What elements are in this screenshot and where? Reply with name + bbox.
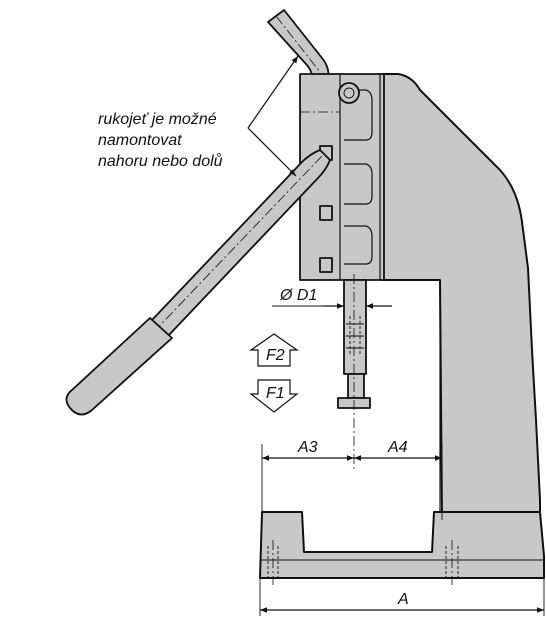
overall-label: A <box>397 591 409 608</box>
overall-dimension: A <box>259 578 545 616</box>
press-ram <box>337 274 371 470</box>
force-down-label: F1 <box>266 385 285 402</box>
diameter-label: Ø D1 <box>279 287 317 304</box>
note-line-3: nahoru nebo dolů <box>98 152 223 170</box>
handle-note: rukojeť je možné namontovat nahoru nebo … <box>98 55 299 177</box>
note-line-1: rukojeť je možné <box>98 111 217 128</box>
force-up-arrow: F2 <box>249 333 299 367</box>
press-frame <box>381 73 541 521</box>
handle-lower <box>65 149 331 416</box>
note-line-2: namontovat <box>98 132 182 149</box>
right-reach-label: A4 <box>387 439 408 456</box>
left-reach-label: A3 <box>297 439 318 456</box>
diameter-dimension: Ø D1 <box>272 287 392 309</box>
reach-dimensions: A3 A4 <box>261 439 443 520</box>
press-base <box>259 511 545 585</box>
force-up-label: F2 <box>266 347 285 364</box>
force-down-arrow: F1 <box>249 379 299 413</box>
handle-upper <box>267 9 330 79</box>
